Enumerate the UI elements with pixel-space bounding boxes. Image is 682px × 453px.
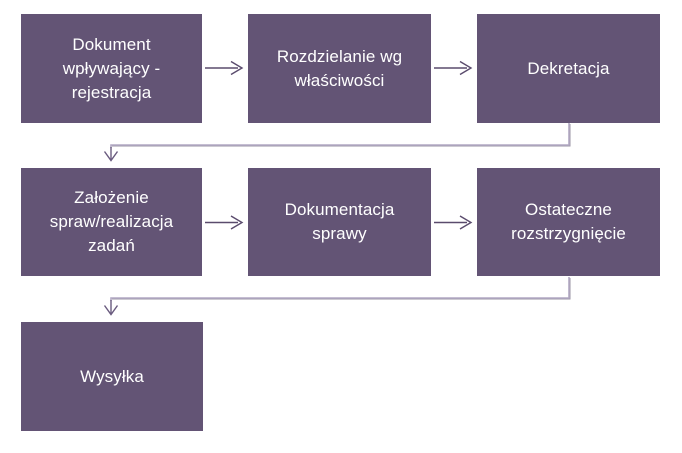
flow-node-dokumentacja-sprawy[interactable]: Dokumentacja sprawy	[248, 168, 431, 276]
flow-node-label: Dokumentacja sprawy	[284, 200, 395, 243]
flow-node-label: Dokument wpływający - rejestracja	[62, 34, 161, 102]
flow-node-zalozenie-spraw-realizacja-zadan[interactable]: Założenie spraw/realizacja zadań	[21, 168, 202, 276]
elbow-shadow-line	[112, 124, 571, 147]
flow-node-label: Ostateczne rozstrzygnięcie	[511, 200, 626, 243]
flow-node-dokument-wplywajacy-rejestracja[interactable]: Dokument wpływający - rejestracja	[21, 14, 202, 123]
elbow-line	[110, 277, 570, 301]
elbow-arrow-ostateczne-to-wysylka[interactable]	[103, 277, 571, 316]
arrow-dokumentacja-to-ostateczne[interactable]	[434, 215, 473, 230]
flow-node-label: Rozdzielanie wg właściwości	[276, 46, 403, 90]
elbow-arrowhead	[103, 305, 119, 316]
arrow-dokument-to-rozdzielanie[interactable]	[205, 60, 244, 76]
elbow-shadow-line	[112, 278, 571, 300]
flow-node-label: Dekretacja	[527, 58, 610, 78]
arrow-zalozenie-to-dokumentacja[interactable]	[205, 215, 244, 230]
elbow-arrowhead	[103, 151, 119, 162]
flow-node-rozdzielanie-wg-wlasciwosci[interactable]: Rozdzielanie wg właściwości	[248, 14, 431, 123]
flow-node-dekretacja[interactable]: Dekretacja	[477, 14, 660, 123]
elbow-line	[110, 123, 570, 148]
arrow-rozdzielanie-to-dekretacja[interactable]	[434, 60, 473, 76]
flow-node-ostateczne-rozstrzygniecie[interactable]: Ostateczne rozstrzygnięcie	[477, 168, 660, 276]
flow-node-wysylka[interactable]: Wysyłka	[21, 322, 203, 431]
flow-node-label: Założenie spraw/realizacja zadań	[49, 188, 174, 255]
flow-node-label: Wysyłka	[80, 366, 144, 386]
elbow-arrow-dekretacja-to-zalozenie[interactable]	[103, 123, 571, 162]
